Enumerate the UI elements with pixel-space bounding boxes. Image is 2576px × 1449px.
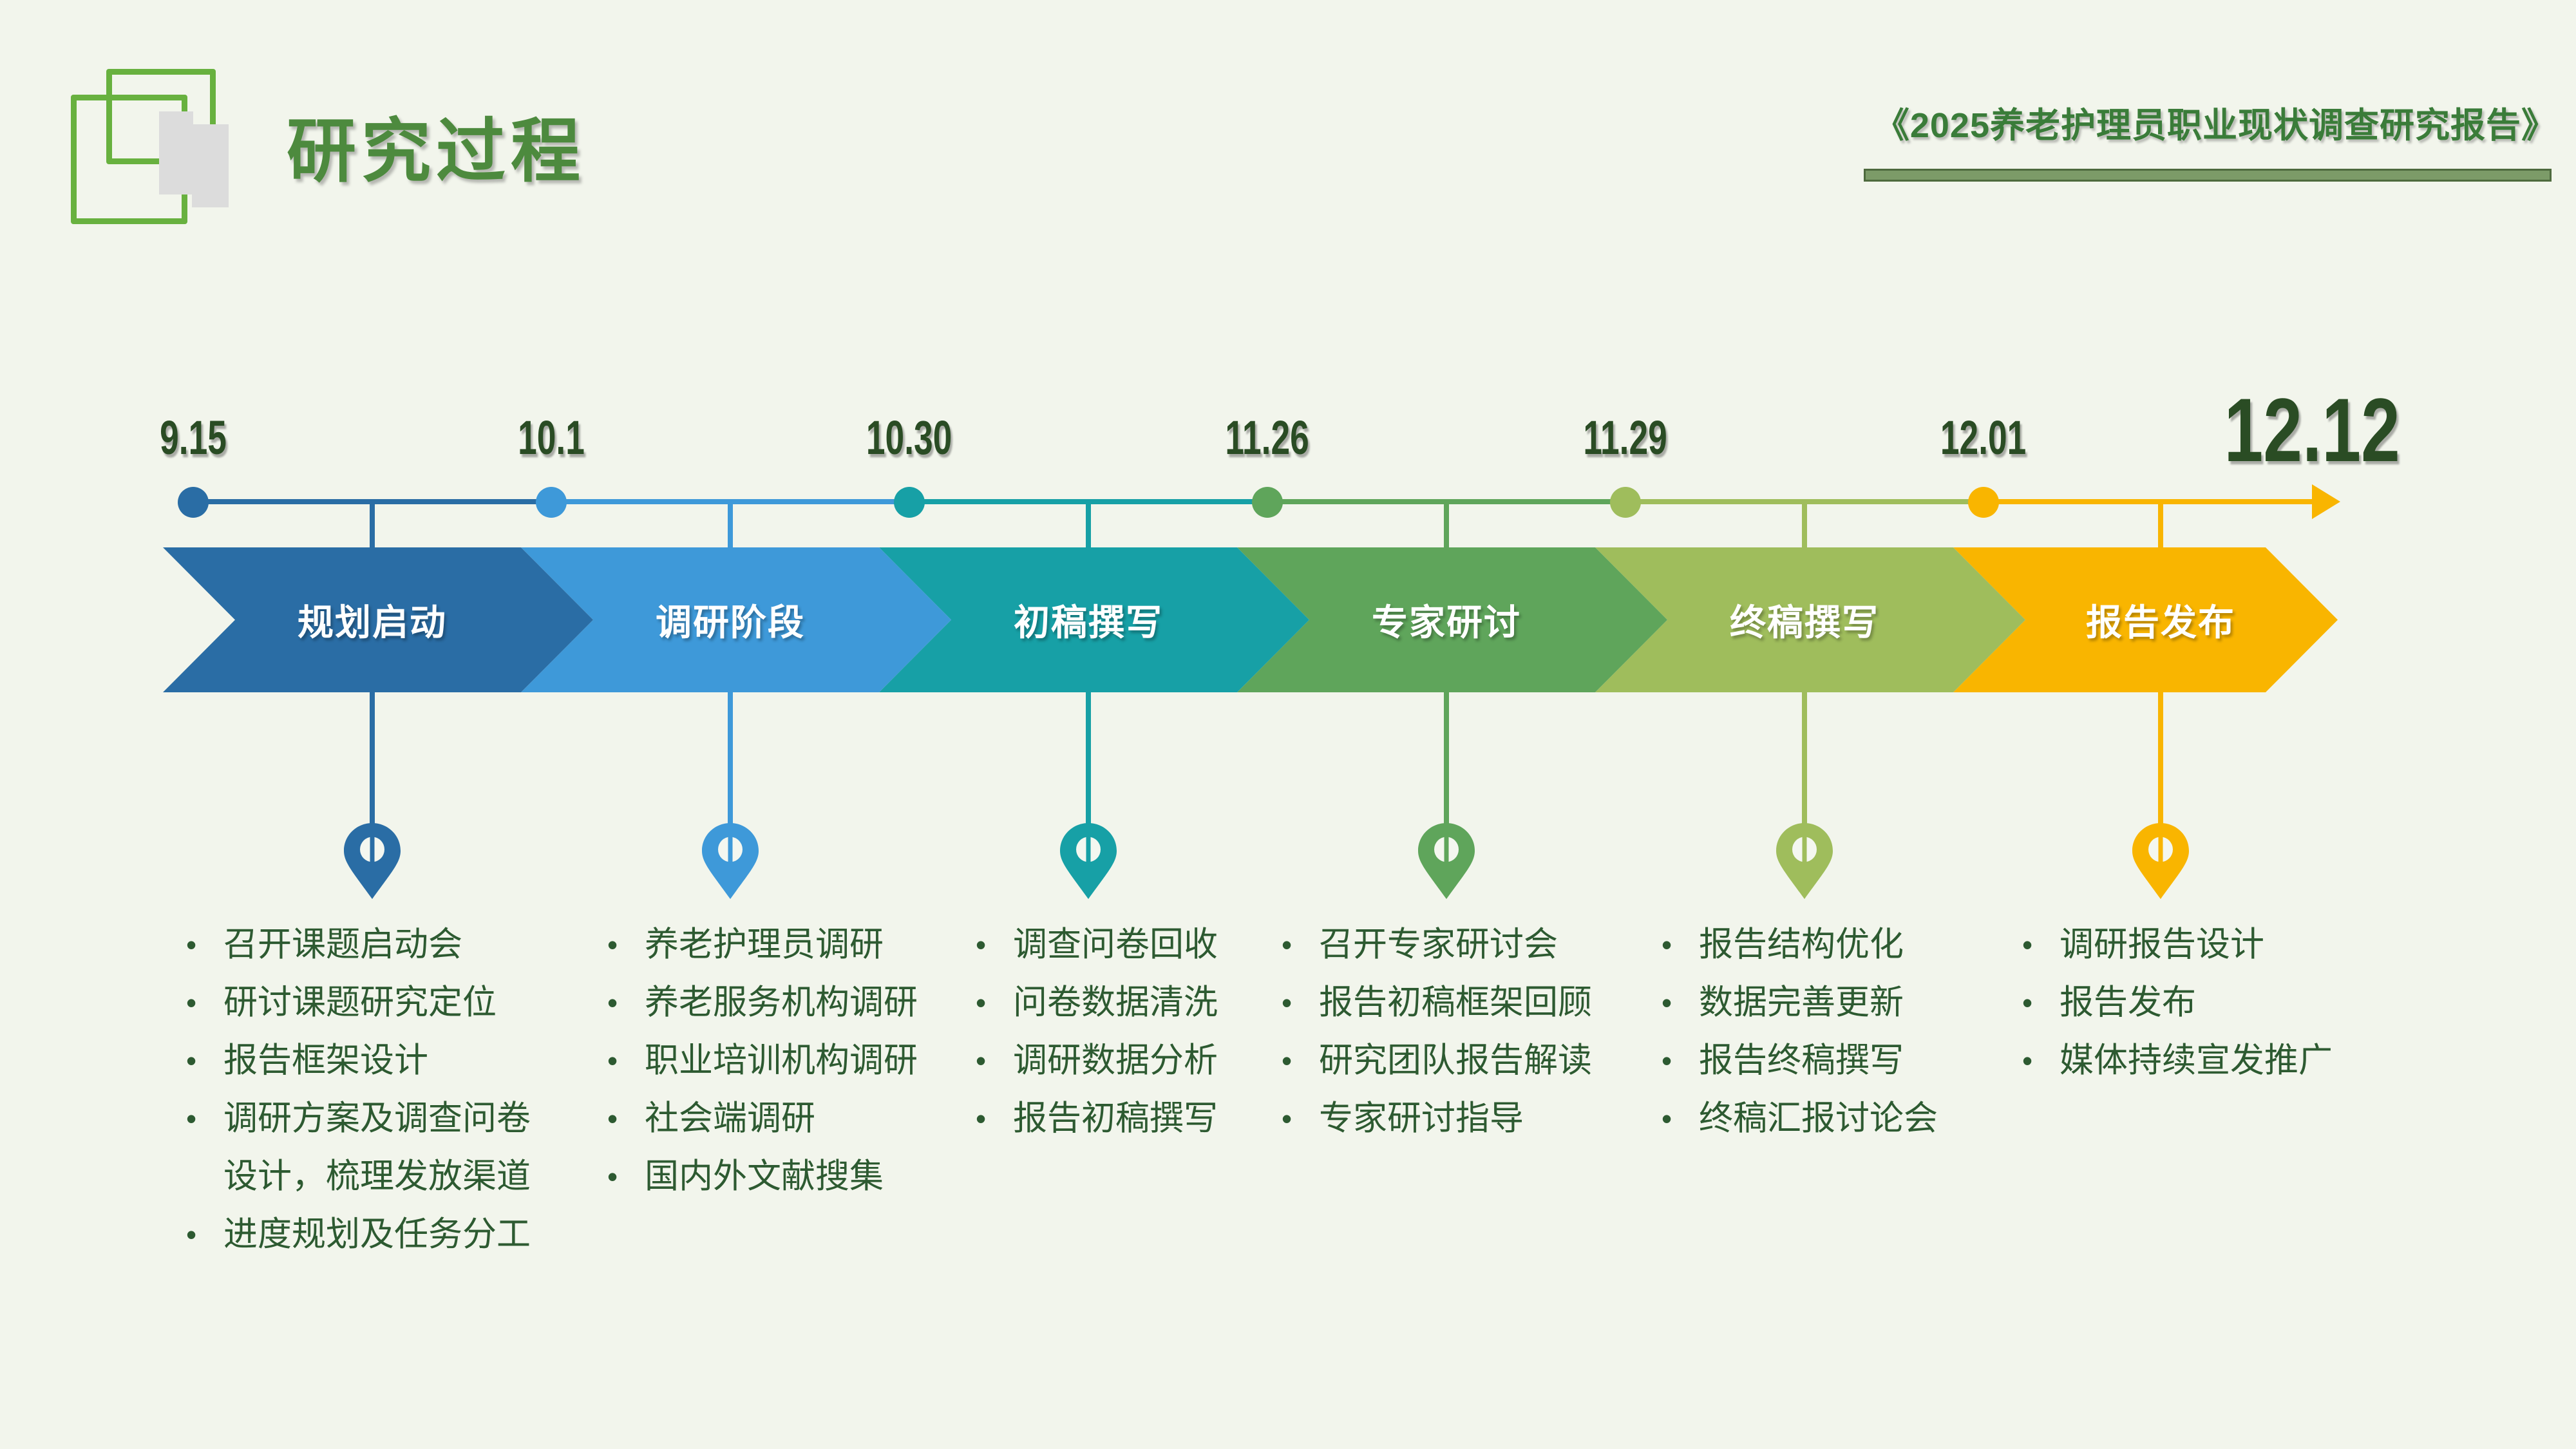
bullet-dot: • (2022, 986, 2033, 1019)
timeline-arrowhead (2312, 484, 2340, 519)
task-item: •研究团队报告解读 (1282, 1032, 1592, 1090)
logo-gray-block-left (159, 111, 193, 194)
stage-label: 终稿撰写 (1730, 602, 1879, 643)
task-item: •报告初稿框架回顾 (1282, 974, 1592, 1032)
task-column: •调查问卷回收•问卷数据清洗•调研数据分析•报告初稿撰写 (976, 916, 1218, 1148)
date-label: 12.01 (1940, 411, 2027, 464)
task-item: •数据完善更新 (1662, 974, 1938, 1032)
task-item: •报告初稿撰写 (976, 1090, 1218, 1148)
task-item: •召开课题启动会 (186, 916, 531, 974)
timeline-dot (178, 487, 209, 518)
bullet-dot: • (976, 1044, 987, 1077)
task-item: •社会端调研 (607, 1090, 918, 1148)
task-item: •媒体持续宣发推广 (2022, 1032, 2333, 1090)
task-item: •进度规划及任务分工 (186, 1206, 531, 1264)
bullet-dot: • (607, 986, 618, 1019)
location-pin-icon (1418, 823, 1475, 902)
task-item: •调研报告设计 (2022, 916, 2333, 974)
task-item: •问卷数据清洗 (976, 974, 1218, 1032)
stage-label: 报告发布 (2086, 602, 2235, 643)
task-column: •养老护理员调研•养老服务机构调研•职业培训机构调研•社会端调研•国内外文献搜集 (607, 916, 918, 1206)
bullet-dot: • (1662, 1044, 1672, 1077)
bullet-dot: • (607, 928, 618, 961)
bullet-dot: • (607, 1044, 618, 1077)
report-title-underline (1864, 169, 2552, 182)
report-title: 《2025养老护理员职业现状调查研究报告》 (1874, 106, 2557, 145)
task-item: •国内外文献搜集 (607, 1148, 918, 1206)
task-column: •召开专家研讨会•报告初稿框架回顾•研究团队报告解读•专家研讨指导 (1282, 916, 1592, 1148)
bullet-dot: • (186, 928, 197, 961)
task-item: •养老服务机构调研 (607, 974, 918, 1032)
bullet-dot: • (2022, 1044, 2033, 1077)
task-item: •报告结构优化 (1662, 916, 1938, 974)
task-item: •养老护理员调研 (607, 916, 918, 974)
timeline-dot (1968, 487, 1999, 518)
timeline-dot (1252, 487, 1283, 518)
task-column: •报告结构优化•数据完善更新•报告终稿撰写•终稿汇报讨论会 (1662, 916, 1938, 1148)
date-label: 11.26 (1225, 411, 1310, 464)
task-item: •报告发布 (2022, 974, 2333, 1032)
stage-label: 初稿撰写 (1014, 602, 1163, 643)
bullet-dot: • (1662, 986, 1672, 1019)
end-date-label: 12.12 (2224, 379, 2400, 480)
bullet-dot: • (186, 1102, 197, 1135)
task-item: •调研数据分析 (976, 1032, 1218, 1090)
timeline-dot (536, 487, 567, 518)
date-label: 10.30 (866, 411, 952, 464)
location-pin-icon (344, 823, 401, 902)
stage-label: 调研阶段 (656, 602, 805, 643)
task-column: •召开课题启动会•研讨课题研究定位•报告框架设计•调研方案及调查问卷 设计，梳理… (186, 916, 531, 1264)
bullet-dot: • (1282, 1102, 1293, 1135)
task-item: •专家研讨指导 (1282, 1090, 1592, 1148)
task-item: •召开专家研讨会 (1282, 916, 1592, 974)
bullet-dot: • (1662, 928, 1672, 961)
task-item: •报告框架设计 (186, 1032, 531, 1090)
stage-label: 规划启动 (298, 602, 447, 643)
location-pin-icon (1776, 823, 1833, 902)
bullet-dot: • (976, 986, 987, 1019)
timeline-dot (1610, 487, 1641, 518)
bullet-dot: • (186, 1044, 197, 1077)
stage-label: 专家研讨 (1372, 602, 1521, 643)
location-pin-icon (1060, 823, 1117, 902)
task-item: •报告终稿撰写 (1662, 1032, 1938, 1090)
location-pin-icon (702, 823, 759, 902)
date-label: 9.15 (160, 411, 227, 464)
bullet-dot: • (1282, 986, 1293, 1019)
task-column: •调研报告设计•报告发布•媒体持续宣发推广 (2022, 916, 2333, 1090)
bullet-dot: • (1282, 1044, 1293, 1077)
task-item: •调查问卷回收 (976, 916, 1218, 974)
bullet-dot: • (1282, 928, 1293, 961)
timeline-dot (894, 487, 925, 518)
task-item: •职业培训机构调研 (607, 1032, 918, 1090)
bullet-dot: • (607, 1102, 618, 1135)
overlapping-squares-icon (0, 0, 270, 245)
task-item: •研讨课题研究定位 (186, 974, 531, 1032)
bullet-dot: • (186, 1218, 197, 1251)
task-item: •终稿汇报讨论会 (1662, 1090, 1938, 1148)
task-item: •调研方案及调查问卷 设计，梳理发放渠道 (186, 1090, 531, 1206)
bullet-dot: • (976, 1102, 987, 1135)
page-title: 研究过程 (287, 112, 586, 190)
date-label: 11.29 (1583, 411, 1668, 464)
bullet-dot: • (607, 1160, 618, 1193)
timeline-segment (1984, 499, 2312, 504)
logo-gray-block-right (192, 124, 229, 207)
date-label: 10.1 (518, 411, 585, 464)
location-pin-icon (2132, 823, 2189, 902)
bullet-dot: • (976, 928, 987, 961)
bullet-dot: • (1662, 1102, 1672, 1135)
bullet-dot: • (186, 986, 197, 1019)
bullet-dot: • (2022, 928, 2033, 961)
